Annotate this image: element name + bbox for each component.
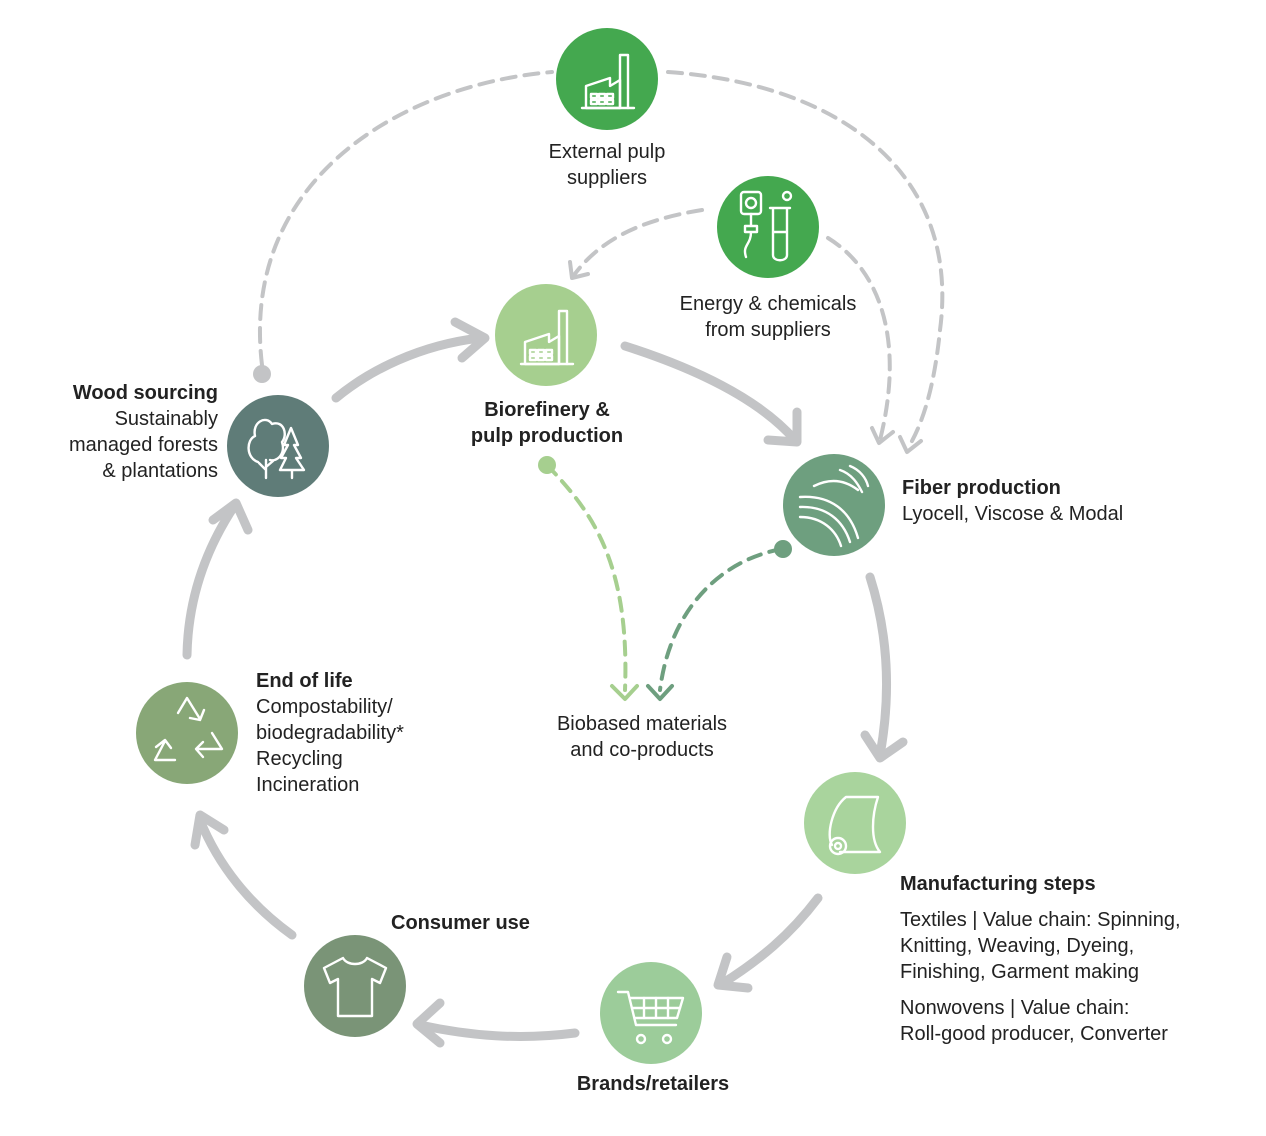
node-consumer	[304, 935, 406, 1037]
biorefinery-title-2: pulp production	[470, 425, 624, 447]
trees-icon	[247, 418, 306, 480]
dashed-biorefinery-to-biobased	[545, 463, 628, 692]
consumer-title: Consumer use	[391, 912, 530, 934]
arrow-biorefinery-to-fiber	[620, 341, 800, 445]
shopping-cart-icon	[616, 990, 685, 1045]
wood-line-3: & plantations	[102, 460, 218, 482]
manufacturing-textiles-line-2: Knitting, Weaving, Dyeing,	[900, 935, 1135, 957]
node-biorefinery	[495, 284, 597, 386]
node-fiber	[783, 454, 885, 556]
wood-title: Wood sourcing	[72, 382, 218, 404]
end-of-life-line-4: Incineration	[256, 774, 360, 796]
arrow-consumer-to-endoflife	[195, 815, 297, 940]
node-end-of-life	[136, 682, 238, 784]
dashed-energy-to-biorefinery	[572, 208, 704, 277]
arrowhead-manufacturing-to-brands	[713, 952, 753, 993]
dashed-external-pulp-to-fiber	[666, 70, 945, 450]
dashed-wood-to-external-pulp	[258, 70, 554, 367]
arrowhead-biorefinery-to-fiber	[763, 407, 802, 447]
node-energy	[717, 176, 819, 278]
factory-icon	[580, 53, 636, 110]
node-manufacturing	[804, 772, 906, 874]
arrowhead-fiber-to-manufacturing	[860, 730, 908, 763]
fabric-roll-icon	[828, 795, 882, 856]
biobased-line-1: Biobased materials	[556, 713, 728, 735]
coproduct-arrowheads	[610, 684, 674, 701]
external-pulp-line-2: suppliers	[566, 167, 648, 189]
arrow-fiber-to-manufacturing	[865, 572, 892, 760]
manufacturing-textiles-line-1: Textiles | Value chain: Spinning,	[900, 909, 1181, 931]
arrow-wood-to-biorefinery	[331, 333, 485, 403]
fiber-title: Fiber production	[902, 477, 1061, 499]
arrowhead-brands-to-consumer	[412, 998, 445, 1048]
end-of-life-title: End of life	[256, 670, 353, 692]
wood-label: Wood sourcing Sustainably managed forest…	[20, 380, 218, 484]
biorefinery-title-1: Biorefinery &	[484, 399, 610, 421]
manufacturing-nonwovens-line-2: Roll-good producer, Converter	[900, 1023, 1168, 1045]
biorefinery-dash-origin-dot	[538, 456, 556, 474]
manufacturing-nonwovens: Nonwovens | Value chain: Roll-good produ…	[900, 995, 1250, 1047]
biobased-line-2: and co-products	[570, 739, 714, 761]
brands-title: Brands/retailers	[576, 1073, 730, 1095]
fiber-dash-origin-dot	[774, 540, 792, 558]
manufacturing-title: Manufacturing steps	[900, 873, 1096, 895]
wood-line-2: managed forests	[69, 434, 218, 456]
recycle-icon	[153, 696, 224, 762]
supply-arrowheads	[568, 260, 923, 454]
manufacturing-textiles-line-3: Finishing, Garment making	[900, 961, 1139, 983]
energy-chemicals-icon	[739, 190, 793, 262]
arrow-brands-to-consumer	[415, 1020, 580, 1041]
supply-dashed-arrows	[258, 70, 945, 450]
end-of-life-line-1: Compostability/	[256, 696, 393, 718]
node-brands	[600, 962, 702, 1064]
tshirt-icon	[322, 956, 388, 1018]
energy-line-2: from suppliers	[705, 319, 831, 341]
fiber-icon	[798, 464, 870, 548]
wood-line-1: Sustainably	[114, 408, 218, 430]
biobased-label: Biobased materials and co-products	[522, 711, 762, 763]
manufacturing-textiles: Textiles | Value chain: Spinning, Knitti…	[900, 907, 1250, 985]
wood-dash-origin-dot	[253, 365, 271, 383]
end-of-life-label: End of life Compostability/ biodegradabi…	[256, 668, 476, 798]
fiber-label: Fiber production Lyocell, Viscose & Moda…	[902, 475, 1202, 527]
end-of-life-line-3: Recycling	[256, 748, 343, 770]
arrowhead-consumer-to-endoflife	[190, 810, 229, 850]
cycle-arrows	[182, 317, 908, 1048]
dashed-energy-to-fiber	[826, 236, 892, 442]
energy-label: Energy & chemicals from suppliers	[638, 291, 898, 343]
energy-line-1: Energy & chemicals	[679, 293, 857, 315]
node-external-pulp	[556, 28, 658, 130]
biorefinery-label: Biorefinery & pulp production	[432, 397, 662, 449]
external-pulp-line-1: External pulp	[548, 141, 666, 163]
external-pulp-label: External pulp suppliers	[507, 139, 707, 191]
factory-icon	[519, 309, 575, 366]
arrowhead-wood-to-biorefinery	[450, 317, 490, 363]
arrow-manufacturing-to-brands	[715, 893, 823, 990]
fiber-line-1: Lyocell, Viscose & Modal	[902, 503, 1124, 525]
node-wood	[227, 395, 329, 497]
end-of-life-line-2: biodegradability*	[256, 722, 404, 744]
brands-label: Brands/retailers	[543, 1071, 763, 1097]
arrowhead-endoflife-to-wood	[208, 498, 253, 535]
coproduct-dashed-arrows	[545, 463, 784, 692]
arrow-endoflife-to-wood	[182, 500, 240, 660]
consumer-label: Consumer use	[391, 910, 591, 936]
manufacturing-label: Manufacturing steps Textiles | Value cha…	[900, 871, 1250, 1047]
dashed-fiber-to-biobased	[658, 547, 784, 692]
manufacturing-nonwovens-line-1: Nonwovens | Value chain:	[900, 997, 1130, 1019]
